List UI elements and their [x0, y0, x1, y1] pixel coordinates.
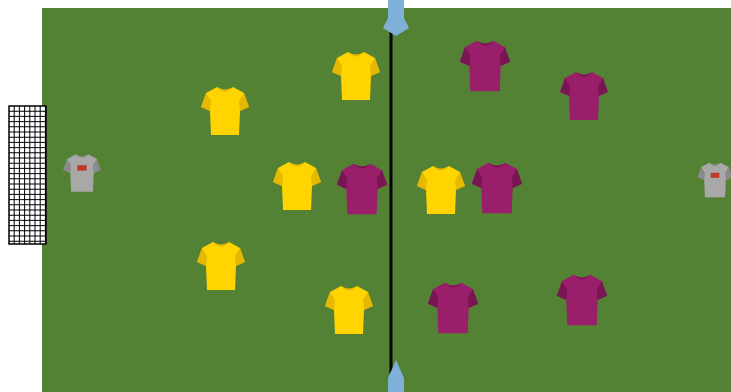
pitch: [42, 8, 731, 392]
goal-net-icon: [9, 106, 46, 244]
